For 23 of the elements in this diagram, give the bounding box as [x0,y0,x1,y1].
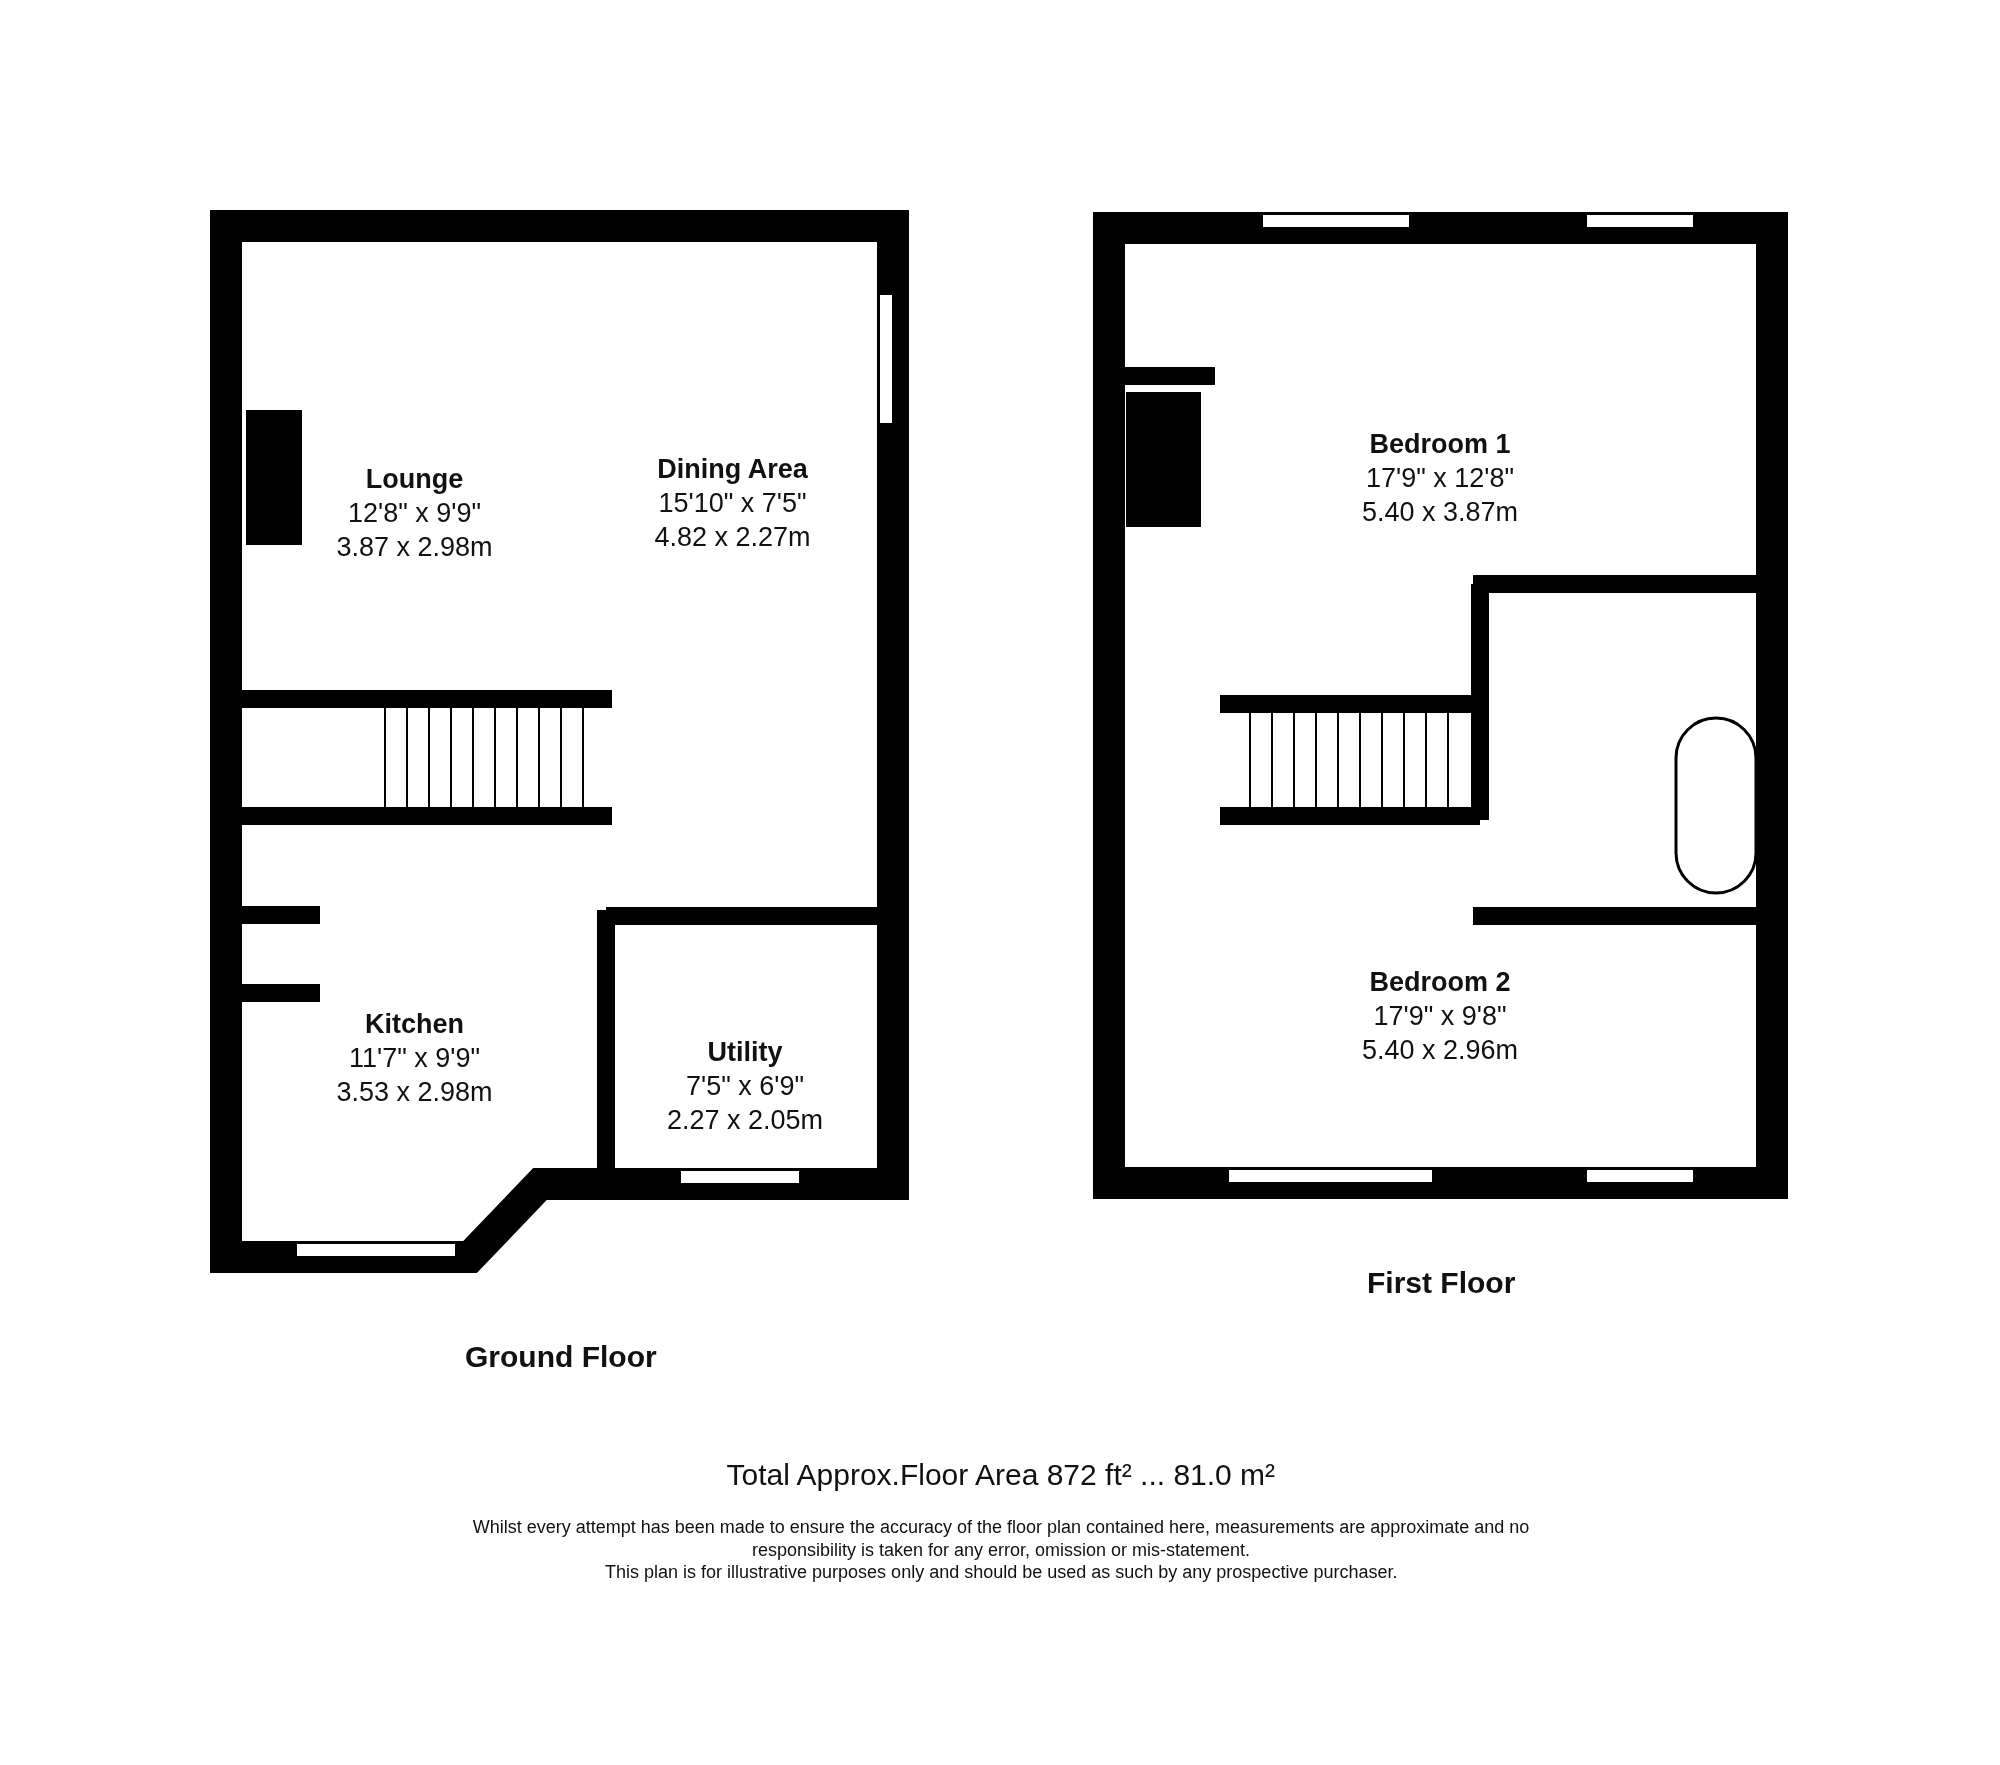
disclaimer-text: This plan is for illustrative purposes only and should be used as such by any prospective purchaser. [605,1562,1398,1583]
room-dimensions: 7'5" x 6'9" [685,1070,804,1103]
room-dimensions: 12'8" x 9'9" [347,497,482,530]
room-name: Kitchen [365,1008,464,1041]
room-name: Lounge [365,463,464,496]
room-name: Bedroom 2 [1369,966,1511,999]
room-dimensions: 3.53 x 2.98m [336,1076,493,1109]
room-name: Dining Area [657,453,808,486]
room-dimensions: 17'9" x 12'8" [1365,462,1515,495]
floor-label: First Floor [1367,1266,1516,1300]
room-dimensions: 5.40 x 2.96m [1361,1034,1519,1067]
room-dimensions: 2.27 x 2.05m [666,1104,824,1137]
disclaimer-text: Whilst every attempt has been made to ensure the accuracy of the floor plan contained here, measurements are approximate and no responsibility is taken for any error, omission or mis-statement. [471,1516,1531,1562]
room-name: Bedroom 1 [1369,428,1511,461]
room-dimensions: 4.82 x 2.27m [654,521,811,554]
room-dimensions: 15'10" x 7'5" [658,487,807,520]
room-dimensions: 17'9" x 9'8" [1373,1000,1507,1033]
room-dimensions: 5.40 x 3.87m [1361,496,1519,529]
room-dimensions: 11'7" x 9'9" [348,1042,481,1075]
area-note: Total Approx.Floor Area 872 ft² ... 81.0 m² [726,1458,1276,1492]
floor-label: Ground Floor [465,1340,657,1374]
room-name: Utility [707,1036,783,1069]
room-dimensions: 3.87 x 2.98m [336,531,493,564]
